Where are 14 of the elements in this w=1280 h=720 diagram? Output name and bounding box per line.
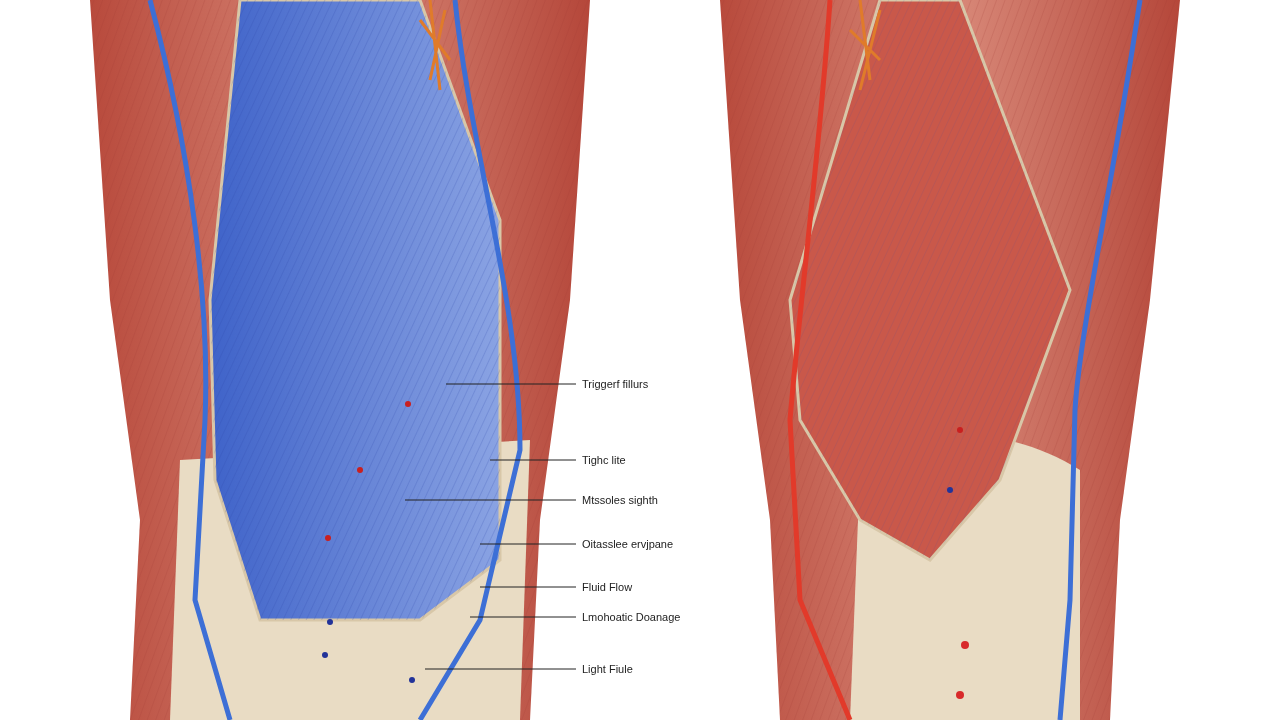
callout-label: Mtssoles sighth bbox=[580, 494, 660, 507]
leader-line bbox=[469, 616, 577, 618]
leader-line bbox=[479, 543, 577, 545]
callout-label: Triggerf fillurs bbox=[580, 378, 651, 391]
leader-line bbox=[489, 459, 577, 461]
callout-label: Fluid Flow bbox=[580, 581, 635, 594]
leader-line bbox=[445, 383, 577, 385]
callout-label: Oitasslee ervjpane bbox=[580, 538, 676, 551]
leader-line bbox=[424, 668, 577, 670]
callout-label: Tighc lite bbox=[580, 454, 628, 467]
leader-line bbox=[479, 586, 577, 588]
callout-label: Lmohoatic Doanage bbox=[580, 611, 683, 624]
callout-label: Light Fiule bbox=[580, 663, 635, 676]
leader-line bbox=[404, 499, 577, 501]
